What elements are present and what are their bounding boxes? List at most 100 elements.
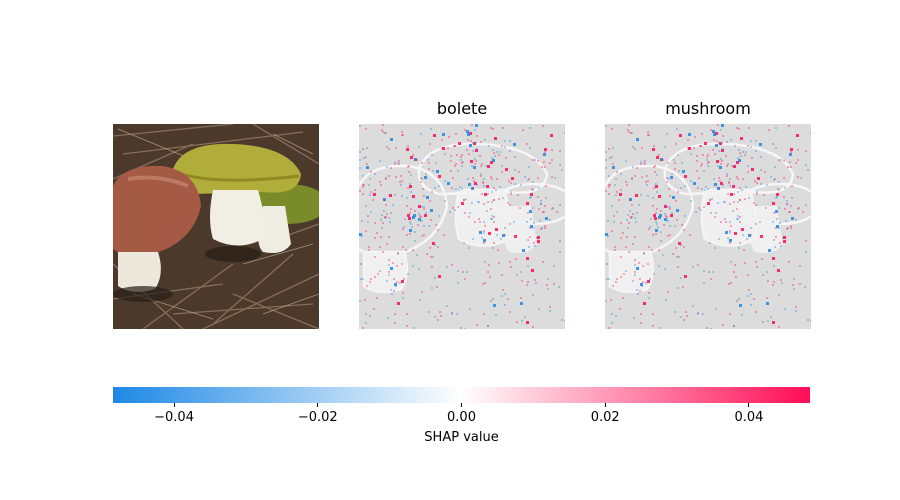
shap-pixel [731,165,733,167]
shap-pixel [464,212,466,214]
shap-pixel [656,174,658,176]
shap-pixel [444,153,446,155]
shap-pixel [688,147,691,150]
shap-pixel [449,211,451,213]
shap-pixel [761,258,763,260]
shap-pixel [359,151,361,153]
shap-pixel [468,183,471,186]
shap-pixel [437,319,439,321]
shap-pixel [706,159,708,161]
shap-pixel [552,207,554,209]
shap-pixel [463,199,465,201]
input-image [113,124,319,329]
shap-pixel [490,161,493,164]
shap-pixel [390,167,392,169]
shap-pixel [509,140,511,142]
shap-pixel [428,162,430,164]
shap-pixel [608,184,610,186]
shap-pixel [401,280,404,283]
shap-pixel [721,142,723,144]
shap-pixel [468,153,470,155]
shap-pixel [734,145,736,147]
shap-pixel [465,198,467,200]
shap-pixel [770,176,772,178]
shap-pixel [504,146,506,148]
shap-pixel [491,218,493,220]
shap-pixel [702,154,704,156]
shap-pixel [495,189,497,191]
shap-pixel [526,321,529,324]
shap-pixel [528,166,530,168]
shap-pixel [750,304,752,306]
shap-pixel [499,151,501,153]
shap-pixel [665,299,667,301]
shap-pixel [492,149,494,151]
shap-pixel [544,151,546,153]
shap-pixel [410,208,412,210]
shap-pixel [778,294,780,296]
shap-pixel [429,143,431,145]
shap-pixel [760,183,762,185]
shap-pixel [778,326,780,328]
shap-pixel [720,221,722,223]
shap-pixel [630,216,632,218]
shap-pixel [760,235,763,238]
shap-pixel [482,181,484,183]
shap-pixel [785,220,787,222]
shap-pixel [556,211,558,213]
shap-pixel [450,170,452,172]
shap-pixel [483,178,485,180]
shap-pixel [402,292,404,294]
shap-pixel [388,259,390,261]
shap-pixel [608,148,610,150]
shap-pixel [790,148,793,151]
shap-pixel [424,214,427,217]
shap-pixel [432,256,434,258]
shap-pixel [423,206,425,208]
shap-pixel [464,278,466,280]
shap-pixel [509,223,511,225]
shap-pixel [736,208,738,210]
shap-pixel [675,143,677,145]
shap-pixel [558,286,560,288]
shap-pixel [475,149,478,152]
shap-pixel [489,276,491,278]
shap-pixel [380,184,382,186]
shap-pixel [667,162,669,164]
shap-pixel [448,136,450,138]
shap-pixel [462,161,464,163]
shap-pixel [483,242,485,244]
shap-pixel [461,154,463,156]
shap-pixel [516,274,518,276]
shap-pixel [712,130,715,133]
shap-pixel [496,151,498,153]
shap-pixel [388,148,390,150]
shap-pixel [664,205,667,208]
shap-pixel [658,154,660,156]
shap-pixel [619,193,622,196]
shap-pixel [446,305,448,307]
shap-pixel [741,189,743,191]
shap-pixel [643,302,646,305]
shap-pixel [625,160,627,162]
shap-pixel [786,203,788,205]
shap-pixel [713,133,716,136]
shap-pixel [748,289,750,291]
shap-pixel [711,198,713,200]
shap-pixel [747,165,749,167]
shap-pixel [434,277,436,279]
shap-pixel [789,161,791,163]
shap-pixel [666,133,668,135]
shap-pixel [737,157,739,159]
output-title-bolete: bolete [436,99,488,118]
shap-pixel [658,249,660,251]
shap-pixel [491,215,493,217]
shap-pixel [487,325,489,327]
shap-pixel [393,290,395,292]
shap-pixel [423,225,425,227]
shap-pixel [740,137,743,140]
shap-pixel [665,215,667,217]
shap-pixel [674,311,676,313]
shap-pixel [550,134,553,137]
shap-pixel [738,159,741,162]
